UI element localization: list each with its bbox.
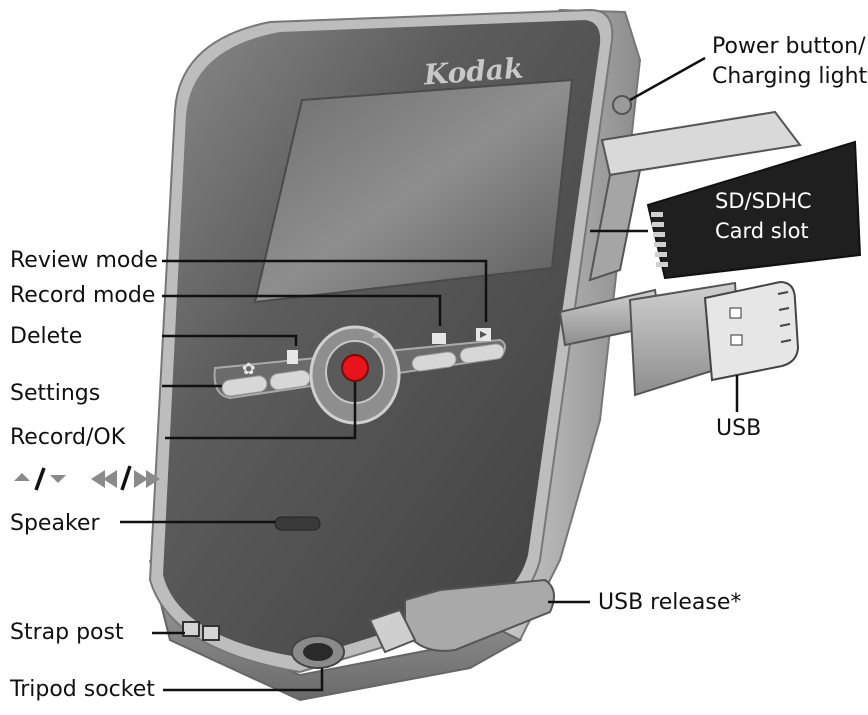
label-tripod-socket: Tripod socket bbox=[10, 677, 155, 702]
rewind-icon-2 bbox=[103, 470, 117, 488]
play-icon bbox=[480, 331, 487, 338]
down-arrow-icon bbox=[50, 475, 66, 483]
video-camera-icon bbox=[432, 333, 446, 344]
rewind-icon bbox=[91, 470, 105, 488]
review-mode-button[interactable] bbox=[459, 343, 505, 364]
leader-power bbox=[629, 56, 706, 102]
power-button[interactable] bbox=[612, 95, 632, 115]
label-card-line2: Card slot bbox=[715, 219, 809, 243]
speaker-grille bbox=[274, 516, 321, 531]
leader-review-mode bbox=[162, 259, 488, 322]
forward-icon-2 bbox=[146, 470, 160, 488]
usb-hole-2 bbox=[730, 334, 743, 346]
label-power-line1: Power button/ bbox=[712, 34, 866, 59]
strap-post-left bbox=[182, 621, 200, 637]
display-screen bbox=[253, 78, 574, 304]
leader-lines bbox=[120, 56, 739, 692]
settings-icon: ✿ bbox=[242, 359, 255, 378]
label-usb-release: USB release* bbox=[598, 590, 742, 615]
leader-record-mode bbox=[162, 294, 442, 326]
record-mode-button[interactable] bbox=[411, 351, 457, 372]
card-slot-hinge bbox=[600, 110, 802, 177]
card-slot-door bbox=[588, 168, 642, 282]
sd-card-contacts bbox=[651, 212, 668, 267]
usb-hole-1 bbox=[729, 307, 742, 319]
label-review-mode: Review mode bbox=[10, 248, 158, 273]
slash-1 bbox=[34, 467, 46, 491]
label-record-ok: Record/OK bbox=[10, 425, 126, 450]
label-record-mode: Record mode bbox=[10, 283, 156, 308]
trash-icon bbox=[287, 350, 298, 364]
leader-delete bbox=[162, 334, 298, 346]
label-strap-post: Strap post bbox=[10, 620, 124, 645]
record-ok-button[interactable] bbox=[341, 354, 369, 382]
label-card-line1: SD/SDHC bbox=[715, 189, 812, 213]
label-power-line2: Charging light bbox=[712, 64, 868, 89]
label-speaker: Speaker bbox=[10, 511, 100, 536]
label-usb: USB bbox=[716, 416, 762, 441]
strap-post-right bbox=[202, 625, 220, 641]
nav-arrows-legend bbox=[14, 465, 160, 491]
leader-tripod-socket bbox=[163, 668, 324, 692]
slash-2 bbox=[120, 465, 132, 491]
label-delete: Delete bbox=[10, 324, 83, 349]
leader-record-ok bbox=[165, 382, 357, 440]
usb-release-latch bbox=[368, 608, 417, 654]
usb-plug bbox=[703, 280, 800, 382]
up-arrow-icon bbox=[14, 473, 30, 481]
nav-up-arrow bbox=[372, 332, 380, 338]
tripod-socket-hole bbox=[303, 643, 333, 661]
label-settings: Settings bbox=[10, 381, 101, 406]
settings-button[interactable] bbox=[221, 375, 268, 397]
forward-icon bbox=[134, 470, 148, 488]
usb-contacts bbox=[777, 291, 792, 343]
